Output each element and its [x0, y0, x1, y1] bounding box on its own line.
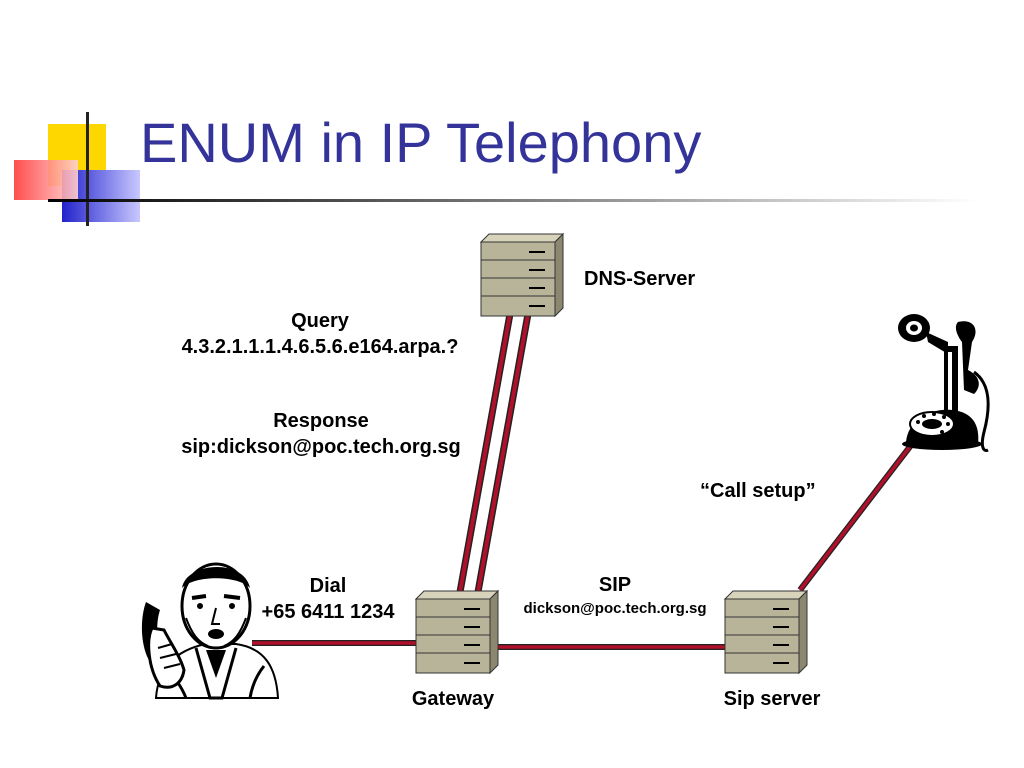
slide-title: ENUM in IP Telephony: [140, 111, 702, 174]
person-on-phone-icon: [141, 562, 280, 700]
sip-server-icon: [723, 589, 809, 675]
dial-number: +65 6411 1234: [261, 601, 395, 623]
title-underline: [48, 199, 978, 202]
sip-value: dickson@poc.tech.org.sg: [523, 600, 707, 617]
deco-vertical-line: [86, 112, 89, 226]
gateway-label: Gateway: [411, 688, 495, 710]
query-block: Query 4.3.2.1.1.1.4.6.5.6.e164.arpa.?: [160, 308, 480, 360]
title-decoration: [14, 112, 978, 226]
sip-title: SIP: [598, 574, 632, 596]
sip-server-label: Sip server: [723, 688, 821, 710]
response-value: sip:dickson@poc.tech.org.sg: [181, 436, 461, 458]
sip-block: SIP dickson@poc.tech.org.sg: [508, 572, 722, 620]
call-setup-label: “Call setup”: [700, 480, 816, 502]
response-block: Response sip:dickson@poc.tech.org.sg: [160, 408, 482, 460]
dial-title: Dial: [309, 575, 347, 597]
dns-server-label: DNS-Server: [584, 268, 696, 290]
network-links: [252, 313, 915, 650]
response-title: Response: [273, 410, 369, 432]
query-title: Query: [291, 310, 349, 332]
deco-red-square: [14, 160, 78, 200]
query-value: 4.3.2.1.1.1.4.6.5.6.e164.arpa.?: [181, 336, 459, 358]
link-dns-gateway: [456, 313, 532, 593]
gateway-server-icon: [414, 589, 500, 675]
candlestick-telephone-icon: [898, 314, 990, 452]
dns-server-icon: [479, 232, 565, 318]
dial-block: Dial +65 6411 1234: [248, 573, 408, 625]
link-sipserver-phone: [797, 442, 915, 592]
